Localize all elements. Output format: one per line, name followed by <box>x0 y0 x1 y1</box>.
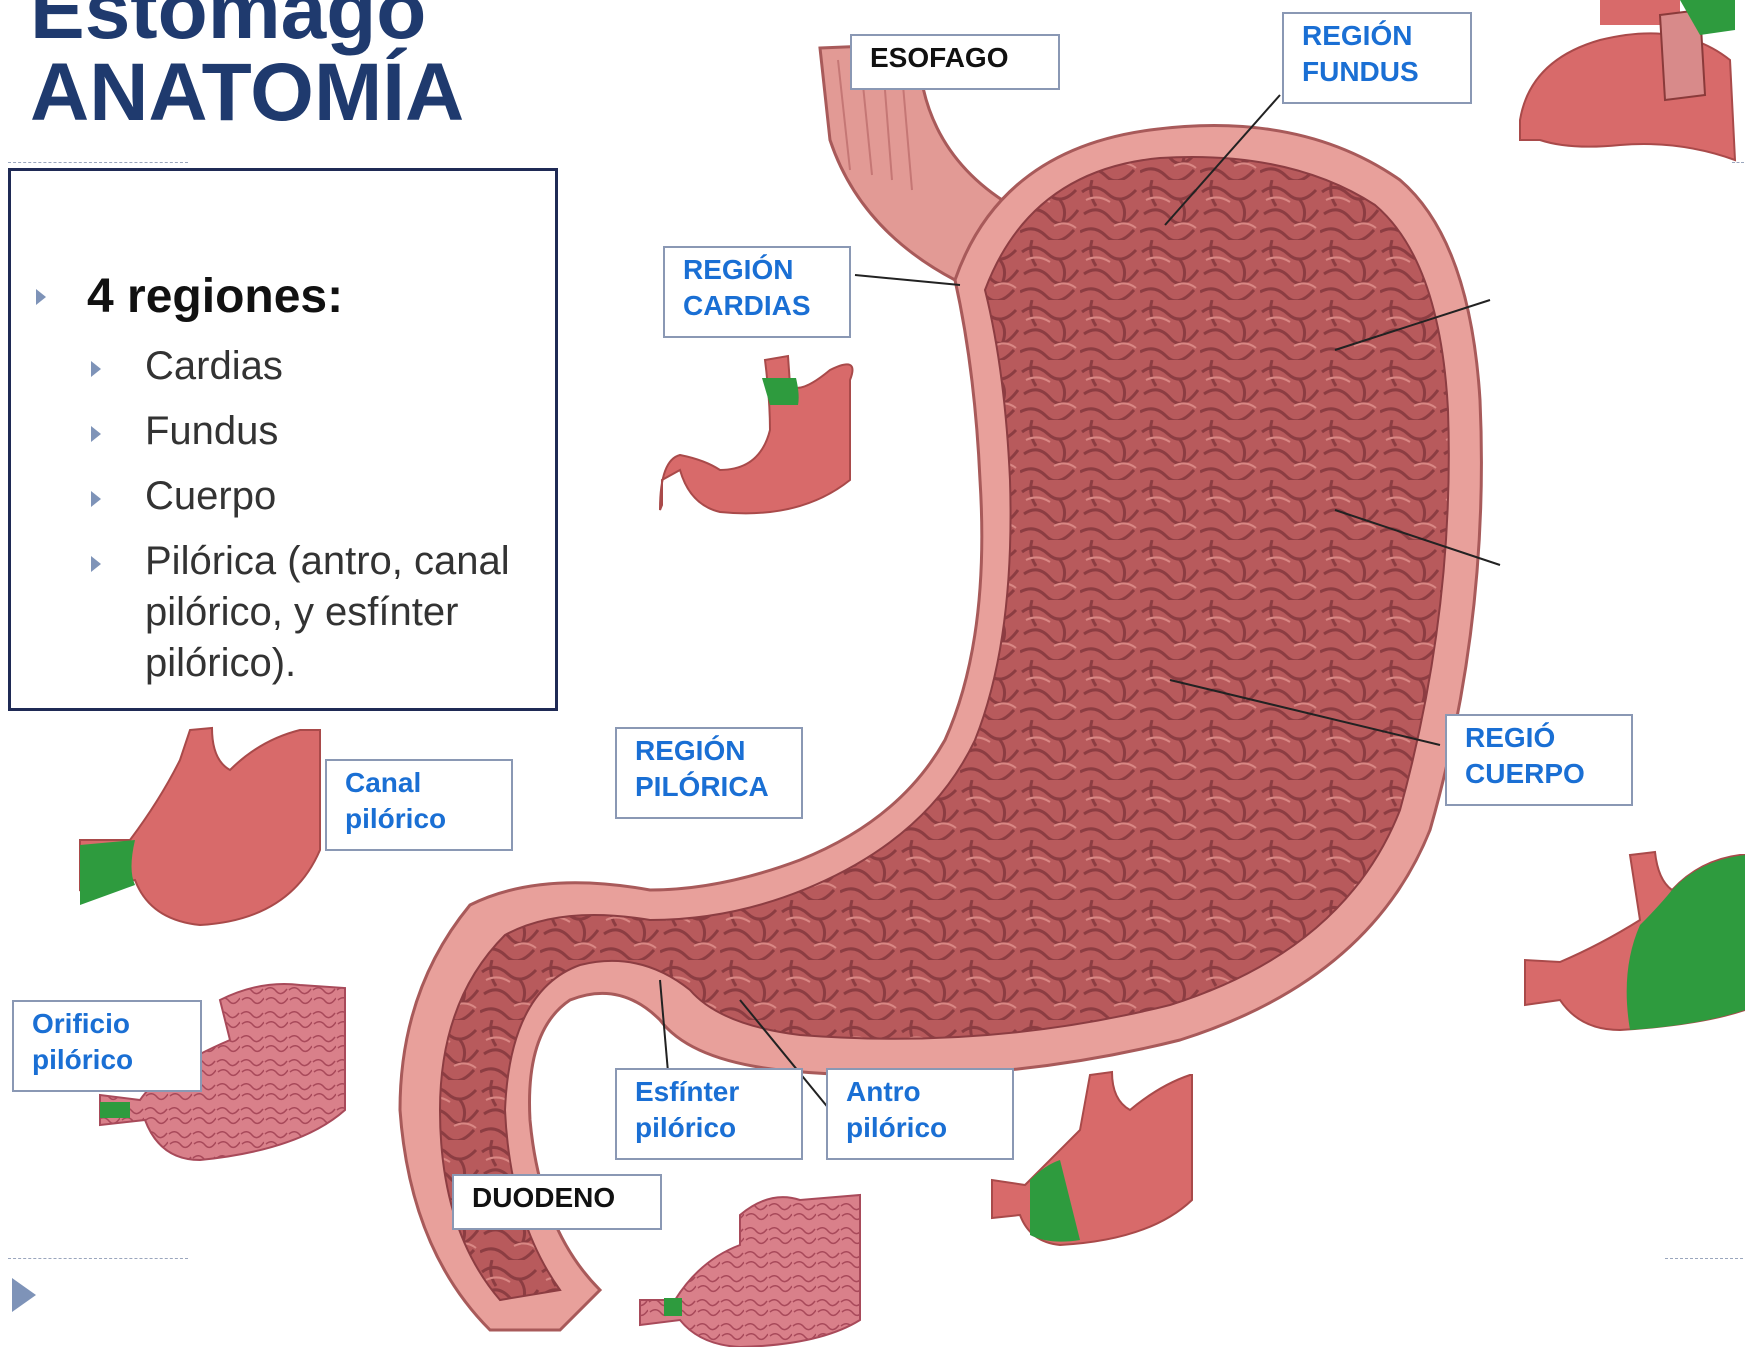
label-canal-line1: Canal <box>345 765 493 801</box>
label-pilorica-line1: REGIÓN <box>635 733 783 769</box>
label-esfinter-pilorico: Esfínter pilórico <box>615 1068 803 1160</box>
list-item-pilorica: Pilórica (antro, canal pilórico, y esfín… <box>145 536 545 689</box>
label-region-cuerpo: REGIÓ CUERPO <box>1445 714 1633 806</box>
bullet-arrow-icon <box>91 426 101 442</box>
thumb-esfinter-icon <box>640 1195 860 1347</box>
label-esofago-text: ESOFAGO <box>870 40 1040 76</box>
label-region-cardias: REGIÓN CARDIAS <box>663 246 851 338</box>
slide-play-arrow-icon <box>12 1278 36 1312</box>
regions-list-box: 4 regiones: Cardias Fundus Cuerpo Pilóri… <box>8 168 558 711</box>
bullet-arrow-icon <box>91 361 101 377</box>
regions-heading: 4 regiones: <box>87 269 343 324</box>
label-antro-line1: Antro <box>846 1074 994 1110</box>
label-duodeno: DUODENO <box>452 1174 662 1230</box>
label-canal-line2: pilórico <box>345 801 493 837</box>
label-antro-pilorico: Antro pilórico <box>826 1068 1014 1160</box>
label-orificio-pilorico: Orificio pilórico <box>12 1000 202 1092</box>
label-esfinter-line2: pilórico <box>635 1110 783 1146</box>
bullet-arrow-icon <box>91 491 101 507</box>
thumb-cuerpo-icon <box>1525 852 1745 1030</box>
thumb-fundus-icon <box>1520 0 1735 160</box>
label-cuerpo-line1: REGIÓ <box>1465 720 1613 756</box>
label-fundus-line1: REGIÓN <box>1302 18 1452 54</box>
label-region-fundus: REGIÓN FUNDUS <box>1282 12 1472 104</box>
label-canal-pilorico: Canal pilórico <box>325 759 513 851</box>
thumb-canal-icon <box>80 728 320 925</box>
list-item-fundus: Fundus <box>145 406 545 457</box>
label-fundus-line2: FUNDUS <box>1302 54 1452 90</box>
label-cuerpo-line2: CUERPO <box>1465 756 1613 792</box>
bullet-arrow-icon <box>91 556 101 572</box>
list-item-cuerpo: Cuerpo <box>145 471 545 522</box>
label-cardias-line2: CARDIAS <box>683 288 831 324</box>
label-pilorica-line2: PILÓRICA <box>635 769 783 805</box>
label-orificio-line1: Orificio <box>32 1006 182 1042</box>
label-esofago: ESOFAGO <box>850 34 1060 90</box>
label-antro-line2: pilórico <box>846 1110 994 1146</box>
label-region-pilorica: REGIÓN PILÓRICA <box>615 727 803 819</box>
thumb-cardias-icon <box>660 356 853 513</box>
label-cardias-line1: REGIÓN <box>683 252 831 288</box>
list-item-cardias: Cardias <box>145 341 545 392</box>
label-duodeno-text: DUODENO <box>472 1180 642 1216</box>
thumb-antro-icon <box>992 1072 1192 1245</box>
bullet-arrow-icon <box>36 289 46 305</box>
label-orificio-line2: pilórico <box>32 1042 182 1078</box>
label-esfinter-line1: Esfínter <box>635 1074 783 1110</box>
